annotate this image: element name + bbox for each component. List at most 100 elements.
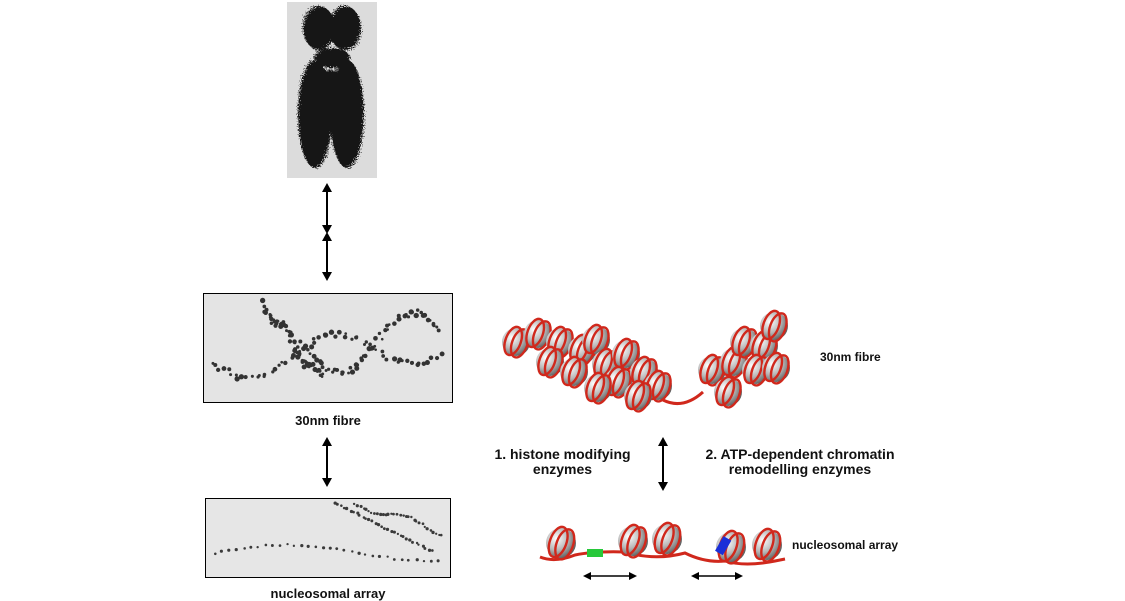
fibre-particle <box>333 334 338 339</box>
array-bead <box>352 510 355 514</box>
fibre-particle <box>336 329 342 335</box>
fibre-particle <box>229 373 233 377</box>
array-bead <box>408 538 412 542</box>
fibre-particle <box>213 363 218 368</box>
fibre-particle <box>428 355 434 361</box>
array-bead <box>390 529 394 534</box>
array-bead <box>375 512 379 516</box>
array-bead <box>385 527 390 531</box>
array-bead <box>243 547 246 550</box>
histone-mark-blue <box>715 536 732 556</box>
fibre-particle <box>259 297 266 304</box>
fibre-particle <box>398 318 401 321</box>
array-bead <box>342 506 346 510</box>
array-bead <box>422 559 426 563</box>
array-bead <box>328 546 332 550</box>
array-bead <box>401 535 405 539</box>
fibre-particle <box>221 366 227 371</box>
right-fibre-label: 30nm fibre <box>820 350 881 364</box>
fibre-particle <box>380 349 385 354</box>
array-bead <box>406 558 410 562</box>
fibre-particle <box>292 348 298 354</box>
fibre-particle <box>424 359 430 366</box>
fibre-particle <box>303 346 307 350</box>
fibre-particle <box>216 367 221 373</box>
array-bead <box>427 548 432 552</box>
fibre-particle <box>298 339 303 344</box>
array-bead <box>335 502 339 506</box>
nucleosome-icon <box>652 521 682 557</box>
array-bead <box>411 540 414 544</box>
array-bead <box>292 544 296 547</box>
fibre-particle <box>318 369 322 373</box>
fibre-particle <box>354 335 359 340</box>
fibre-particle <box>227 367 232 372</box>
array-bead <box>438 533 441 537</box>
fibre-particle <box>327 367 331 371</box>
nucleosome-icon <box>546 525 576 561</box>
fibre-particle <box>384 357 389 362</box>
fibre-particle <box>300 358 305 363</box>
nucleosome-icon <box>698 353 726 387</box>
fibre-particle <box>354 362 360 368</box>
fibre-particle <box>419 310 424 315</box>
fibre-particle <box>314 357 320 363</box>
fibre-particle <box>262 374 266 379</box>
histone-line-1: 1. histone modifying <box>494 446 631 462</box>
double-arrow-icon <box>322 437 332 487</box>
fibre-particle <box>250 374 254 378</box>
array-bead <box>417 543 420 546</box>
array-bead <box>379 512 383 517</box>
array-bead <box>380 525 383 529</box>
fibre-particle <box>287 333 292 338</box>
fibre-particle <box>311 353 317 359</box>
fibre-particle <box>234 373 238 377</box>
fibre-particle <box>334 367 339 372</box>
fibre-particle <box>432 323 436 328</box>
fibre-particle <box>342 334 348 340</box>
array-bead <box>357 551 361 555</box>
fibre-particle <box>318 373 323 377</box>
fibre-particle <box>381 354 386 358</box>
fibre-particle <box>291 353 296 358</box>
nucleosome-icon <box>624 379 652 413</box>
fibre-particle <box>415 362 420 368</box>
fibre-particle <box>391 356 398 362</box>
array-bead <box>417 521 421 525</box>
array-bead <box>363 553 367 556</box>
array-bead <box>227 548 231 552</box>
histone-modifying-label: 1. histone modifying enzymes <box>470 447 655 477</box>
array-bead <box>364 517 367 520</box>
fibre-particle <box>349 369 356 375</box>
array-bead <box>366 517 371 522</box>
nucleosome-icon <box>618 523 648 559</box>
array-bead <box>369 511 373 515</box>
array-schematic <box>539 521 786 580</box>
fibre-particle <box>269 316 274 322</box>
fibre-particle <box>285 329 289 333</box>
array-bead <box>270 544 274 547</box>
array-bead <box>404 537 408 541</box>
fibre-particle <box>272 366 278 372</box>
array-bead <box>256 546 259 549</box>
array-bead <box>392 530 396 534</box>
fibre-particle <box>404 313 408 317</box>
fibre-particle <box>350 337 354 341</box>
fibre-particle <box>320 365 325 370</box>
array-bead <box>306 544 310 548</box>
fibre-particle <box>409 360 415 365</box>
atp-line-1: 2. ATP-dependent chromatin <box>705 446 895 462</box>
fibre-particle <box>364 340 368 344</box>
fibre-particle <box>408 309 414 315</box>
array-bead <box>439 533 443 537</box>
fibre-particle <box>396 313 401 318</box>
fibre-particle <box>262 309 267 314</box>
array-bead <box>423 525 426 528</box>
array-bead <box>264 543 268 547</box>
array-bead <box>373 512 376 515</box>
array-bead <box>377 554 382 559</box>
array-micrograph <box>205 498 451 578</box>
array-bead <box>390 512 393 515</box>
array-bead <box>335 547 339 551</box>
fibre-particle <box>310 361 316 367</box>
